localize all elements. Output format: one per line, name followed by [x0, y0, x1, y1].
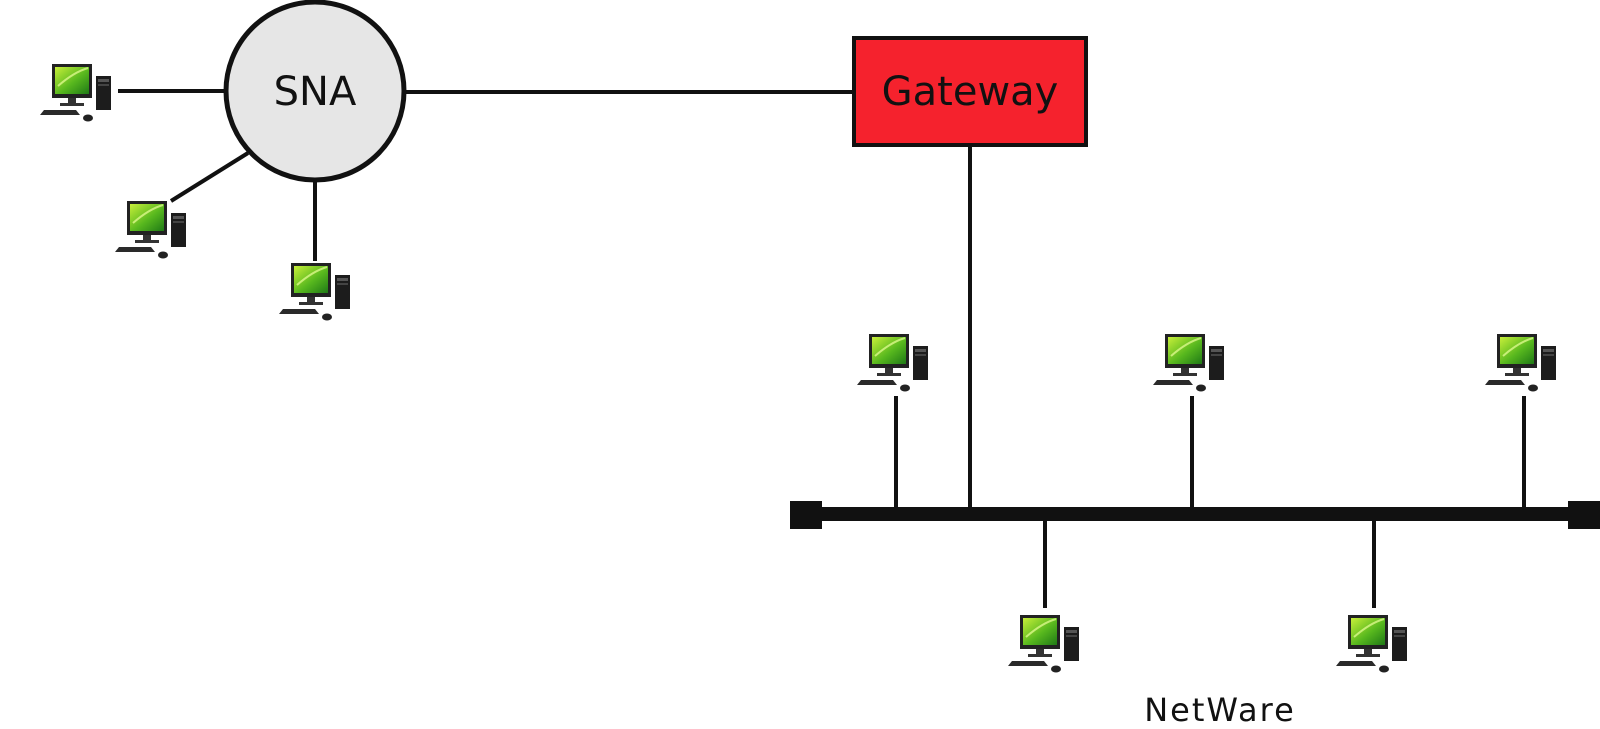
netware-bus [790, 507, 1572, 521]
computer-icon [1007, 614, 1080, 674]
computer-icon [114, 200, 187, 260]
computer-icon [1152, 333, 1225, 393]
computer-icon [39, 63, 112, 123]
computer-icon [1484, 333, 1557, 393]
bus-terminator-left [790, 501, 822, 529]
sna-node: SNA [223, 0, 407, 183]
gateway-label: Gateway [882, 69, 1059, 115]
link-sna-pc2 [169, 151, 250, 203]
computer-icon [1335, 614, 1408, 674]
computer-icon [278, 262, 351, 322]
gateway-node: Gateway [852, 36, 1088, 147]
computer-icon [856, 333, 929, 393]
bus-terminator-right [1568, 501, 1600, 529]
connections [118, 89, 1526, 608]
netware-label: NetWare [1144, 691, 1296, 729]
sna-label: SNA [274, 69, 357, 115]
